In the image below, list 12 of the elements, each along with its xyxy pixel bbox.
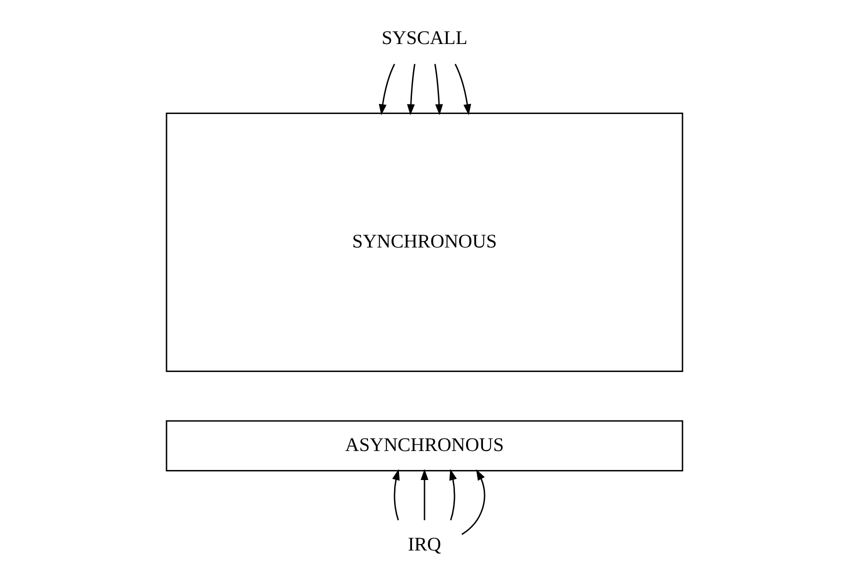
arrow [454, 64, 472, 116]
arrow [449, 469, 457, 520]
node-text: IRQ [408, 534, 442, 556]
node-box: SYNCHRONOUS [166, 112, 684, 372]
arrow [378, 64, 396, 116]
node-text: SYSCALL [382, 28, 468, 49]
node-box: ASYNCHRONOUS [166, 420, 684, 472]
arrow [392, 469, 400, 520]
arrow [407, 64, 416, 116]
arrow [434, 64, 443, 116]
arrow [461, 469, 486, 535]
arrow [420, 468, 428, 520]
